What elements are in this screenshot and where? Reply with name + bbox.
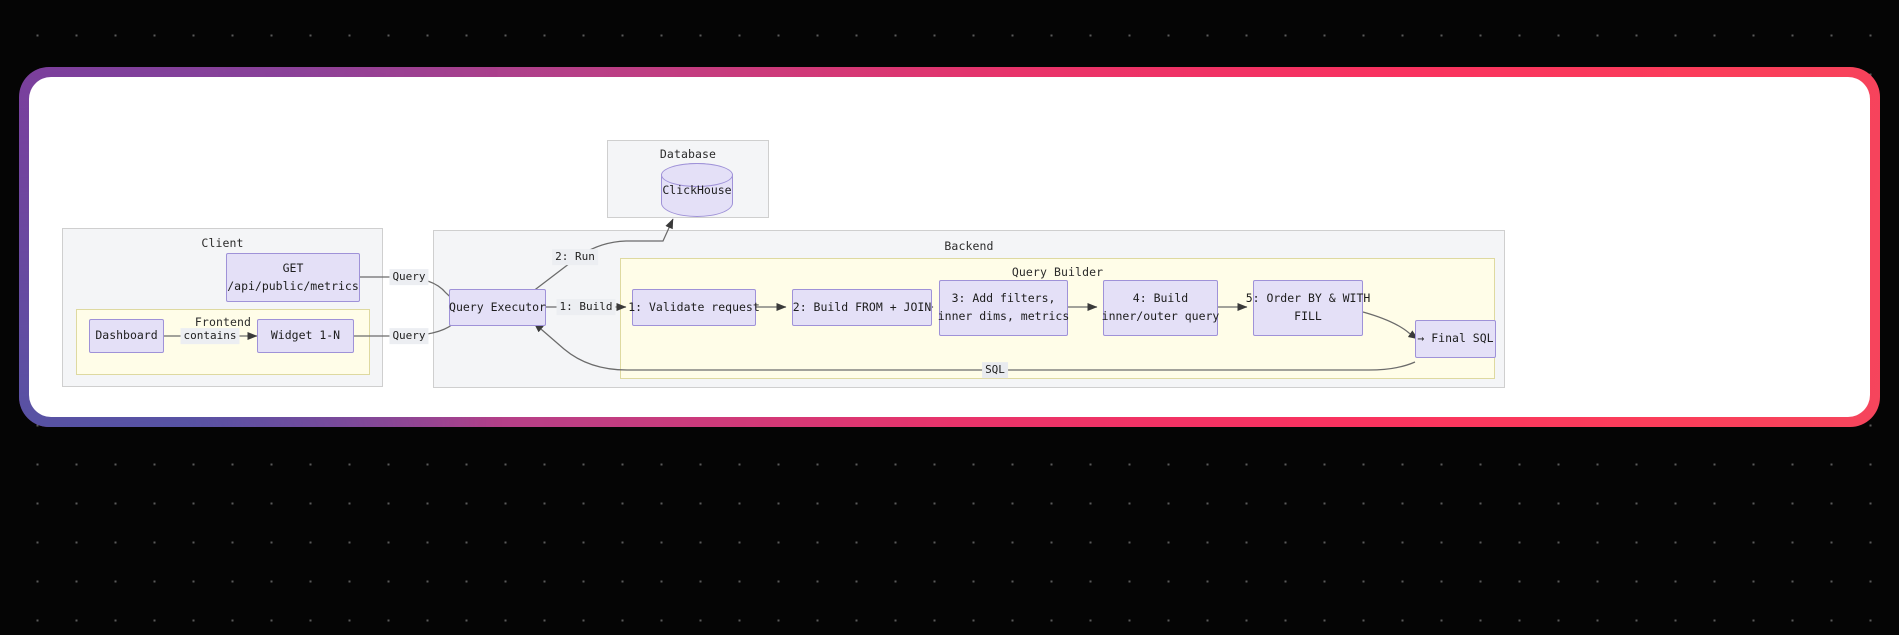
node-step-4-build-inner-outer-query[interactable]: 4: Build inner/outer query — [1101, 280, 1220, 336]
node-step-3-add-filters[interactable]: 3: Add filters, inner dims, metrics — [937, 280, 1070, 336]
node-widget-label: Widget 1-N — [270, 328, 341, 343]
node-step-2-build-from-join[interactable]: 2: Build FROM + JOIN — [792, 289, 932, 326]
node-step-3-line-2: inner dims, metrics — [937, 309, 1070, 323]
node-clickhouse-label: ClickHouse — [662, 183, 732, 197]
edge-layer — [164, 218, 1419, 371]
node-step-2-label: 2: Build FROM + JOIN — [792, 299, 932, 314]
node-dashboard-label: Dashboard — [95, 328, 158, 343]
subgraph-client-title: Client — [201, 236, 244, 250]
node-dashboard[interactable]: Dashboard — [89, 319, 164, 353]
node-query-executor-label: Query Executor — [449, 299, 546, 314]
node-final-sql-label: → Final SQL — [1417, 331, 1494, 346]
edge-label-1-build: 1: Build — [556, 299, 616, 315]
node-step-4-line-2: inner/outer query — [1101, 309, 1220, 323]
node-get-metrics[interactable]: GET /api/public/metrics — [226, 253, 360, 302]
node-step-4-line-1: 4: Build — [1132, 291, 1189, 306]
node-step-1-validate-request[interactable]: 1: Validate request — [628, 289, 760, 326]
subgraph-query-builder-title: Query Builder — [1011, 265, 1104, 279]
node-final-sql[interactable]: → Final SQL — [1415, 320, 1496, 358]
node-widget[interactable]: Widget 1-N — [257, 319, 354, 353]
edge-step5-final-sql — [1362, 311, 1419, 340]
node-step-3-line-1: 3: Add filters, — [951, 291, 1056, 306]
diagram-canvas: Client Frontend Database Backend Query B… — [29, 77, 1870, 417]
edge-label-query-top: Query — [389, 269, 429, 285]
subgraph-frontend-title: Frontend — [194, 315, 252, 329]
node-step-5-line-1: 5: Order BY & WITH — [1245, 291, 1371, 306]
edge-final-sql-query-executor — [533, 322, 1416, 371]
subgraph-backend-title: Backend — [944, 239, 994, 253]
subgraph-database-title: Database — [659, 147, 717, 161]
edge-label-contains: contains — [180, 328, 240, 344]
node-get-metrics-line-1: GET — [282, 260, 304, 275]
node-query-executor[interactable]: Query Executor — [449, 289, 546, 326]
edge-label-2-run: 2: Run — [552, 249, 598, 265]
edge-label-sql: SQL — [982, 362, 1008, 378]
node-step-5-order-by-with-fill[interactable]: 5: Order BY & WITH FILL — [1246, 280, 1370, 336]
diagram-card: Client Frontend Database Backend Query B… — [29, 77, 1870, 417]
node-get-metrics-line-2: /api/public/metrics — [227, 278, 359, 293]
node-clickhouse[interactable]: ClickHouse — [661, 163, 733, 217]
node-step-1-label: 1: Validate request — [628, 299, 760, 314]
edge-label-query-bottom: Query — [389, 328, 429, 344]
gradient-frame: Client Frontend Database Backend Query B… — [19, 67, 1880, 427]
node-step-5-line-2: FILL — [1294, 309, 1322, 323]
